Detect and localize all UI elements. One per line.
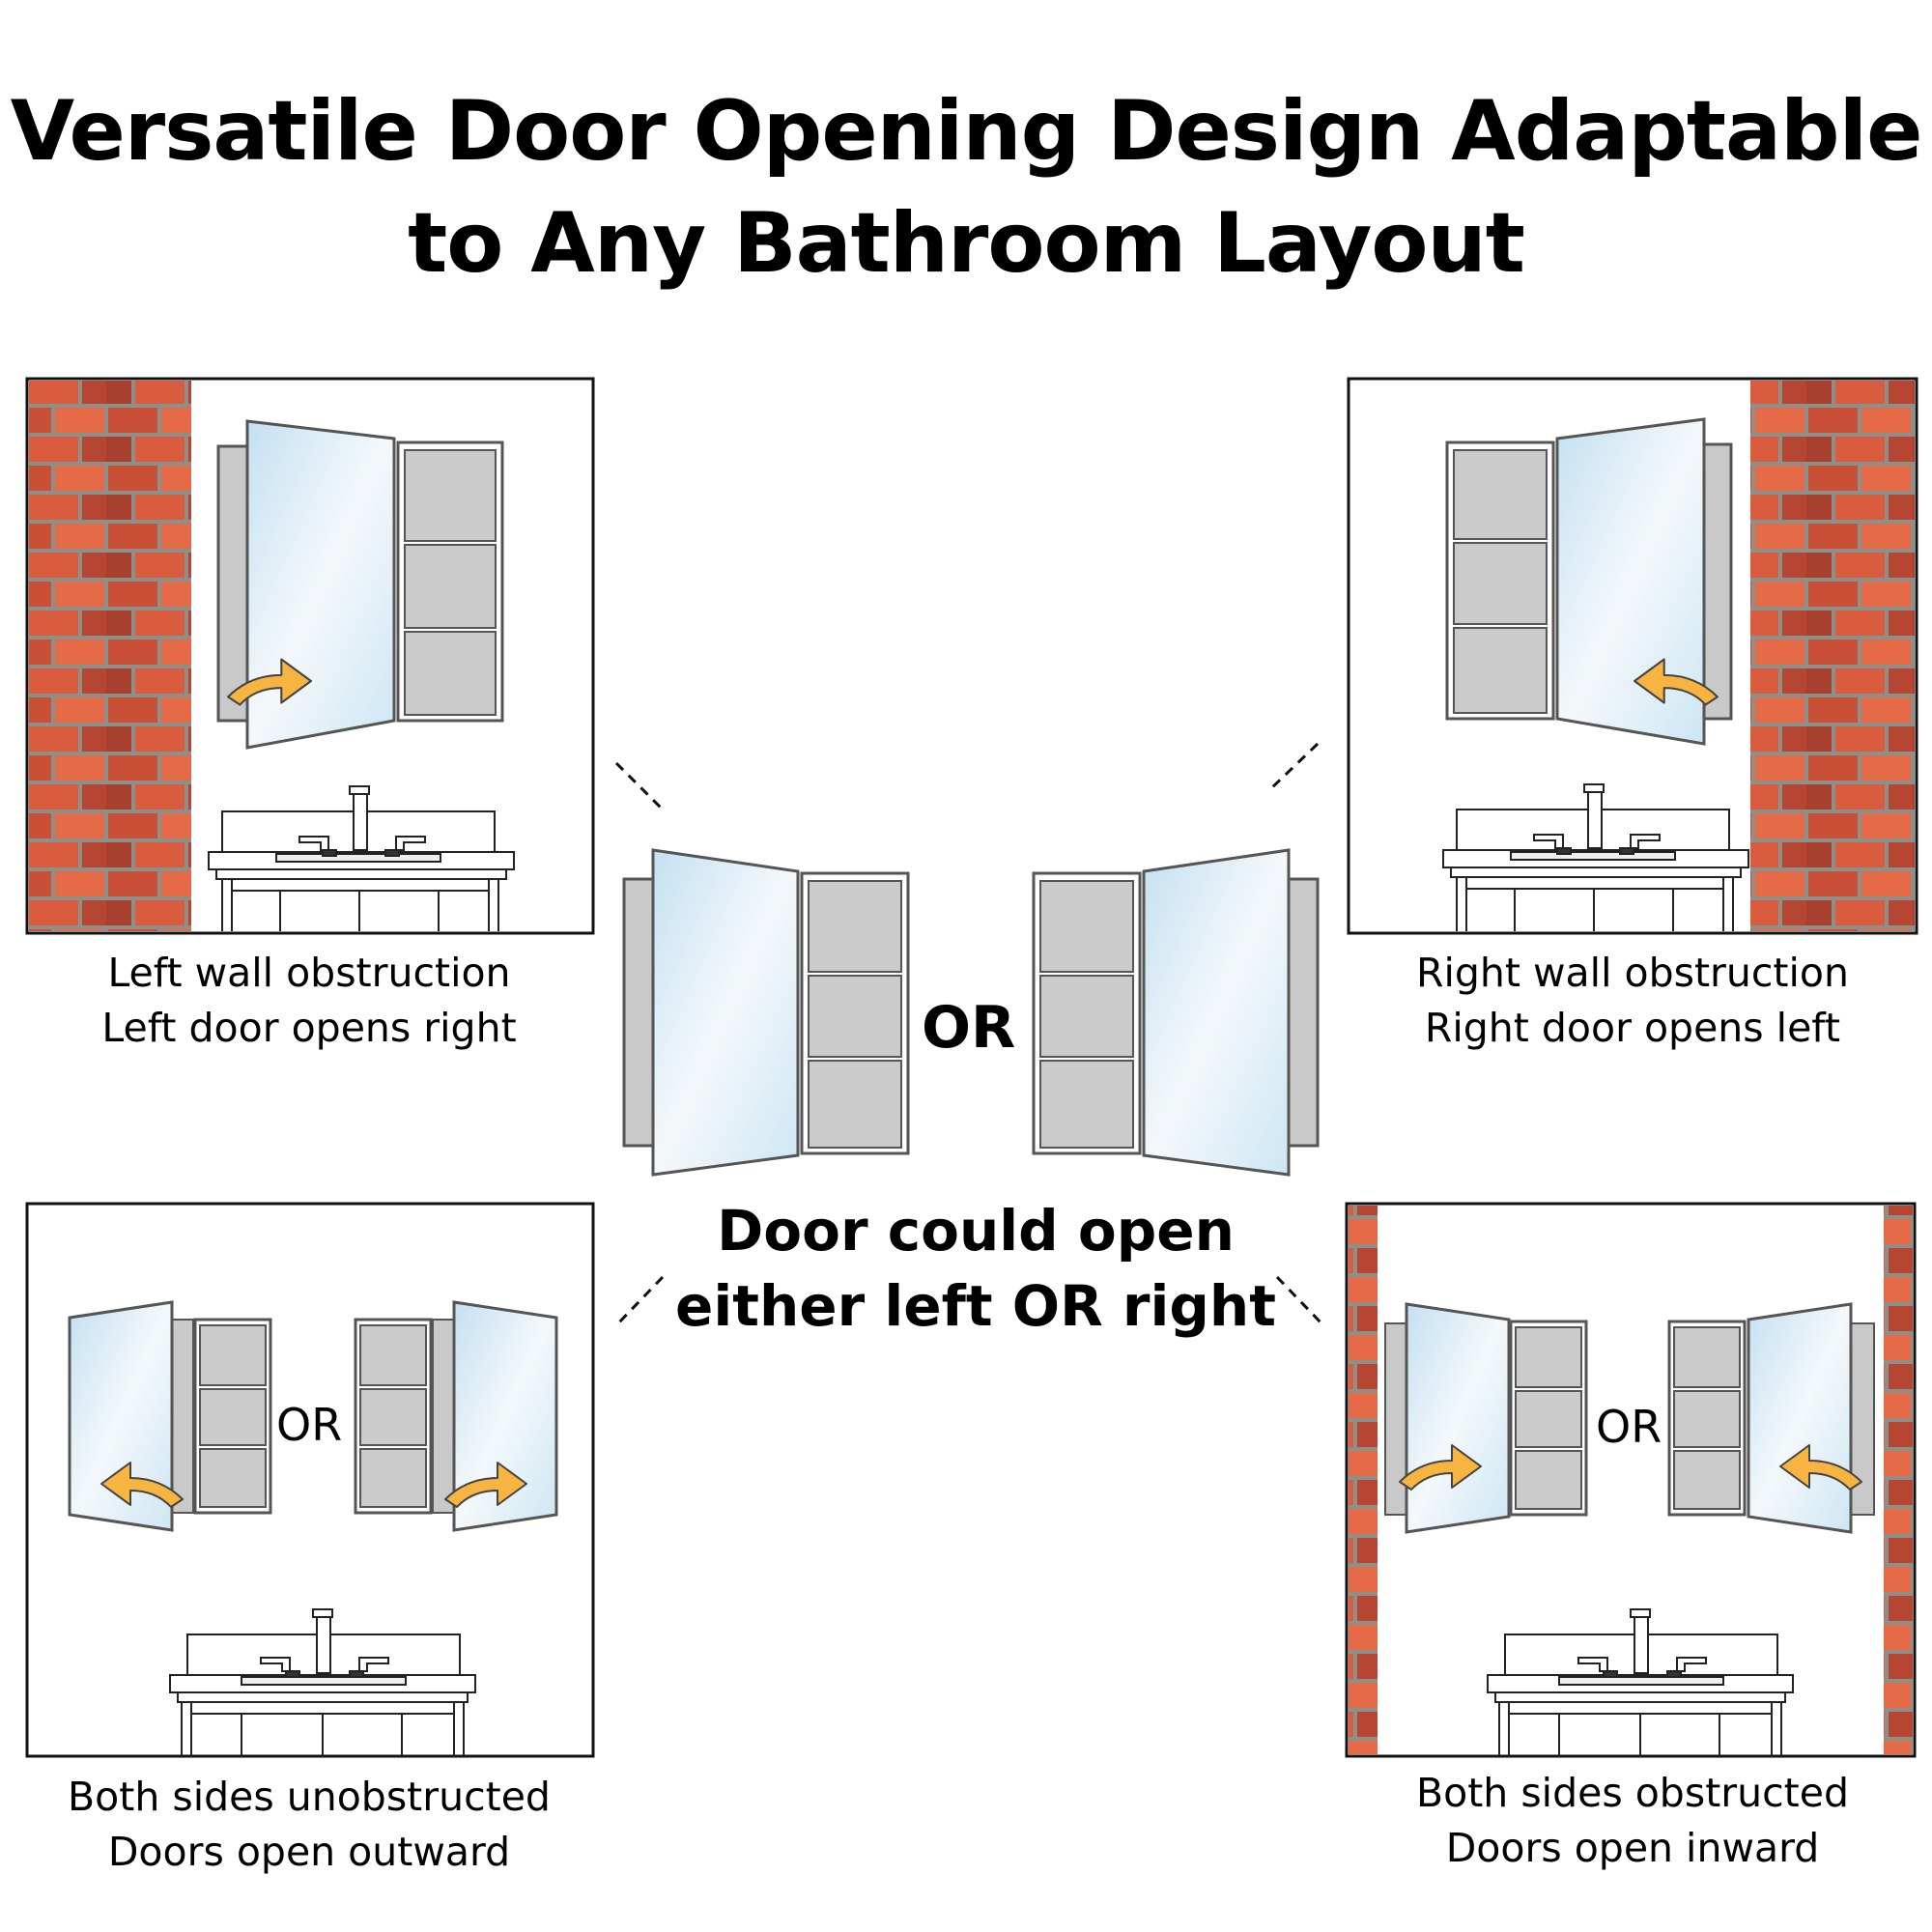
mirror-door-icon <box>452 1300 558 1532</box>
brick-wall-icon <box>1349 1206 1378 1754</box>
caption-bottom-left-line-2: Doors open outward <box>107 1829 511 1875</box>
shelf-cabinet-icon <box>800 871 910 1155</box>
brick-wall-icon <box>1750 381 1915 931</box>
vanity-sink-icon <box>169 1608 476 1756</box>
mirror-door-icon <box>1747 1302 1853 1534</box>
center-caption: Door could open either left OR right <box>618 1193 1333 1344</box>
vanity-sink-icon <box>208 785 515 931</box>
caption-top-right: Right wall obstruction Right door opens … <box>1343 946 1922 1056</box>
caption-top-left-line-1: Left wall obstruction <box>107 950 511 996</box>
bottom-left-or-label: OR <box>276 1399 343 1451</box>
mirror-door-icon <box>1405 1302 1511 1534</box>
caption-bottom-left-line-1: Both sides unobstructed <box>68 1774 551 1820</box>
faucet-icon <box>316 1612 331 1674</box>
faucet-icon <box>1587 787 1603 849</box>
caption-top-left: Left wall obstruction Left door opens ri… <box>19 946 599 1056</box>
vanity-sink-icon <box>1487 1608 1794 1756</box>
mirror-door-icon <box>1142 848 1291 1177</box>
shelf-cabinet-icon <box>1032 871 1142 1155</box>
center-caption-line-1: Door could open <box>717 1198 1235 1264</box>
title-line-1: Versatile Door Opening Design Adaptable <box>10 83 1923 180</box>
vanity-sink-icon <box>1442 783 1749 931</box>
bottom-right-or-label: OR <box>1596 1401 1662 1453</box>
panel-right-wall-obstruction <box>1347 377 1918 935</box>
shelf-cabinet-icon <box>1509 1320 1588 1517</box>
shelf-cabinet-icon <box>354 1318 433 1515</box>
center-caption-line-2: either left OR right <box>675 1273 1276 1339</box>
shelf-cabinet-icon <box>1445 440 1555 721</box>
caption-bottom-right-line-1: Both sides obstructed <box>1416 1770 1849 1816</box>
caption-bottom-right-line-2: Doors open inward <box>1445 1825 1820 1871</box>
mirror-door-icon <box>1555 417 1706 746</box>
panel-left-wall-obstruction <box>25 377 595 935</box>
center-cabinet-options <box>622 848 1320 1177</box>
mirror-door-icon <box>651 848 800 1177</box>
panel-both-sides-unobstructed <box>25 1202 595 1758</box>
caption-bottom-left: Both sides unobstructed Doors open outwa… <box>10 1770 609 1880</box>
brick-wall-icon <box>1884 1206 1913 1754</box>
faucet-icon <box>353 789 368 851</box>
shelf-cabinet-icon <box>1667 1320 1747 1517</box>
caption-bottom-right: Both sides obstructed Doors open inward <box>1333 1766 1932 1876</box>
faucet-icon <box>1634 1612 1649 1674</box>
shelf-cabinet-icon <box>193 1318 272 1515</box>
panel-both-sides-obstructed <box>1345 1202 1917 1758</box>
mirror-door-icon <box>68 1300 174 1532</box>
title-line-2: to Any Bathroom Layout <box>408 195 1525 292</box>
caption-top-right-line-1: Right wall obstruction <box>1416 950 1849 996</box>
brick-wall-icon <box>29 381 191 931</box>
shelf-cabinet-icon <box>396 440 504 723</box>
center-or-label: OR <box>922 994 1016 1062</box>
page-title: Versatile Door Opening Design Adaptable … <box>0 75 1932 299</box>
caption-top-left-line-2: Left door opens right <box>101 1005 517 1051</box>
caption-top-right-line-2: Right door opens left <box>1424 1005 1841 1051</box>
dashed-connectors <box>614 742 1325 1327</box>
mirror-door-icon <box>245 419 396 750</box>
